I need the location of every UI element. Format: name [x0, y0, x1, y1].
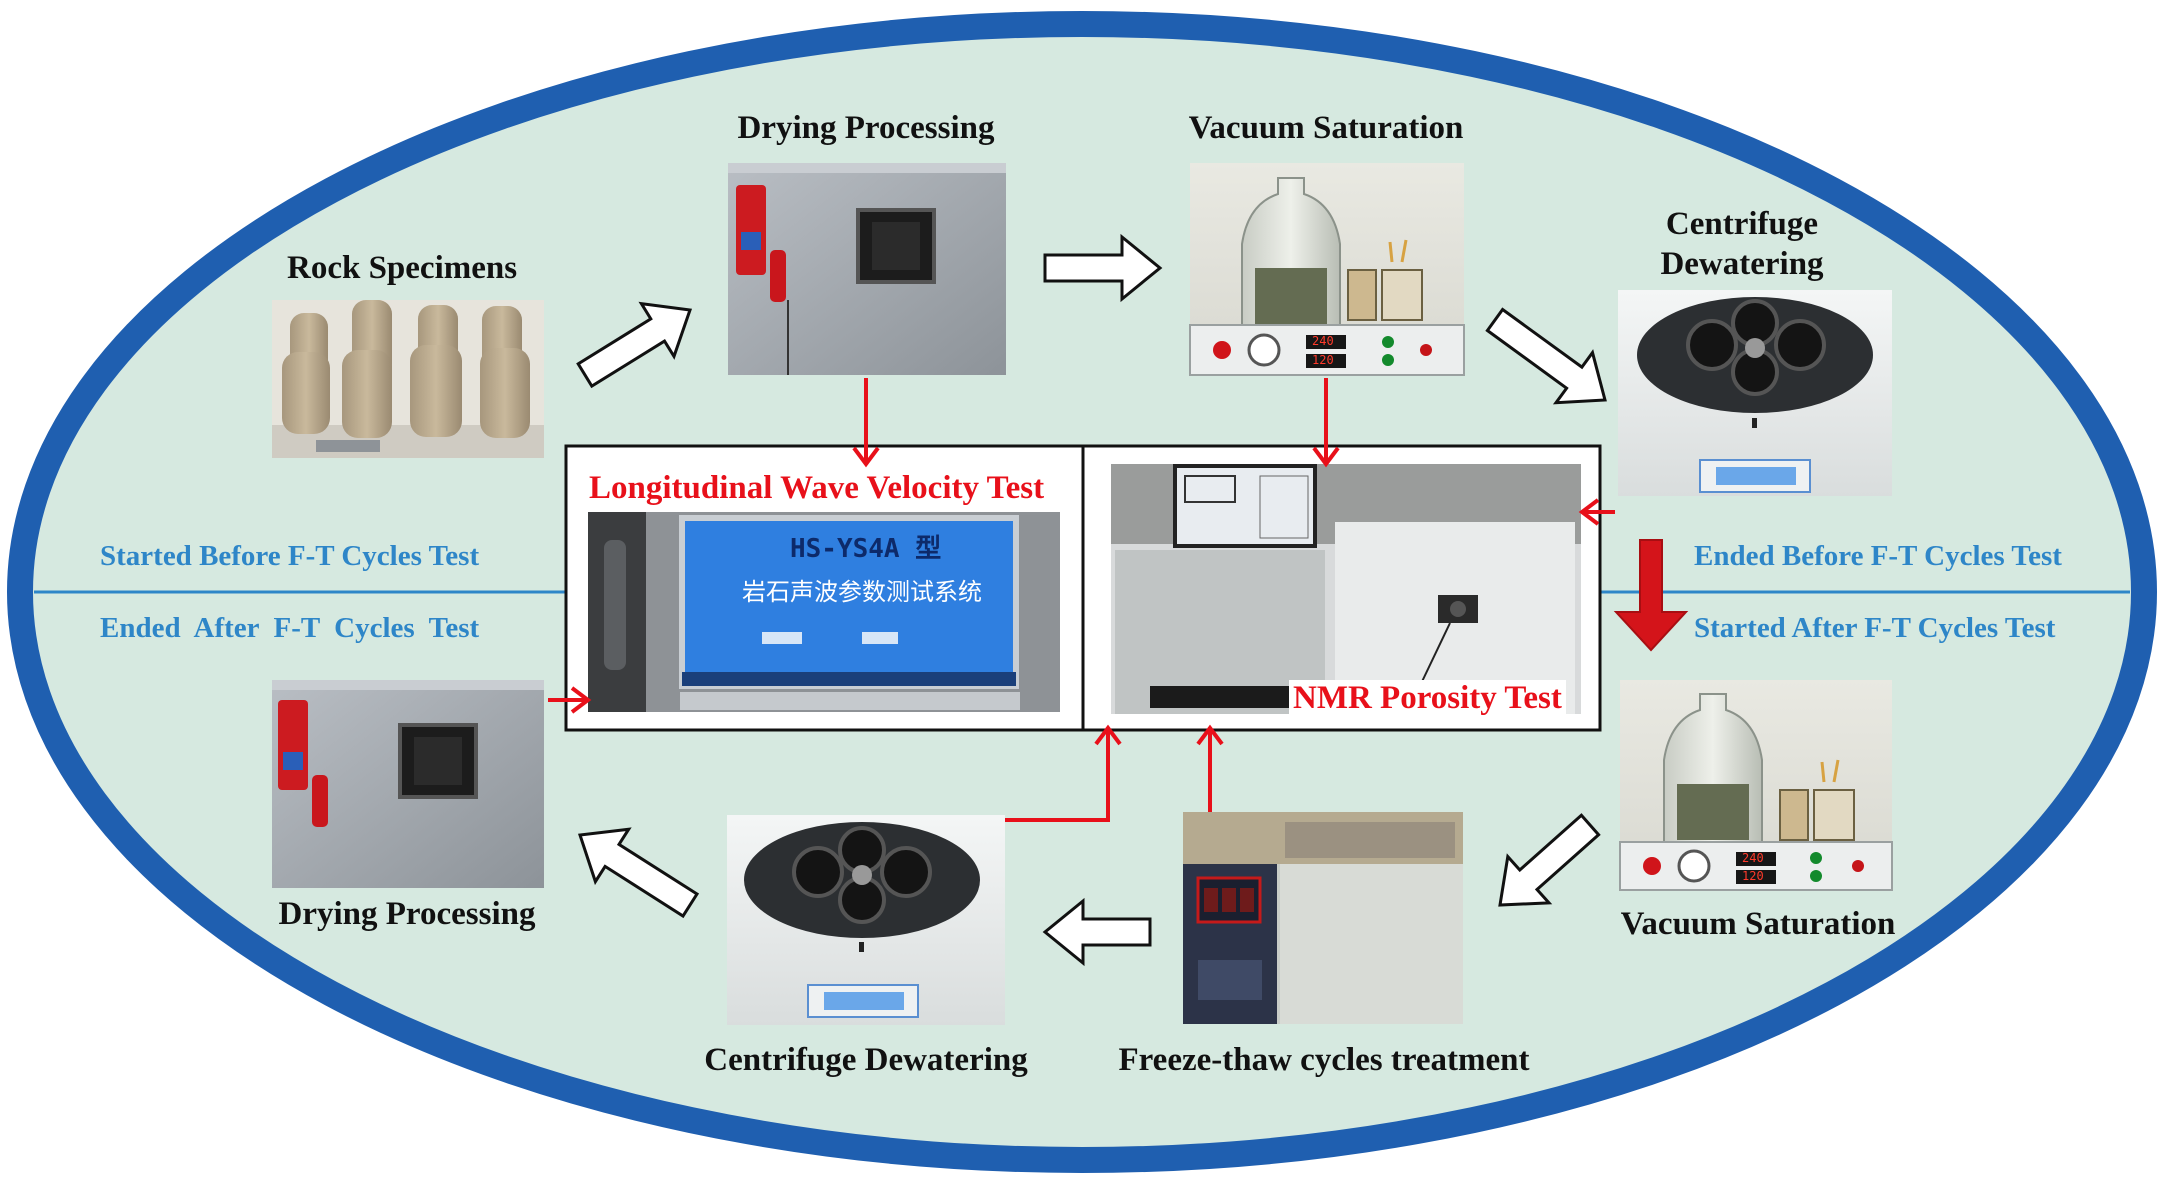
- nmr-photo: [1111, 464, 1581, 714]
- wave-screen-subtitle: 岩石声波参数测试系统: [742, 578, 982, 606]
- centrifuge-photo-bottom: [727, 815, 1005, 1025]
- centrifuge-photo-top: [1618, 290, 1892, 496]
- flow-arrows: [576, 233, 1607, 967]
- arrow-vacuum-to-nmr-head: [1312, 446, 1340, 468]
- label-started-after: Started After F-T Cycles Test: [1694, 612, 2056, 644]
- arrow-centrifuge-to-drying: [577, 827, 700, 919]
- drying-oven-photo-bottom: [272, 680, 544, 888]
- arrow-centrifuge-to-nmr-bottom: [1005, 728, 1110, 822]
- freeze-thaw-photo: [1183, 812, 1463, 1024]
- phase-transition-arrow: [1613, 539, 1689, 652]
- arrow-freeze-to-nmr-head: [1196, 724, 1224, 746]
- vacuum-top-readout-2: 120: [1312, 353, 1334, 367]
- vacuum-saturation-photo-bottom: [1619, 680, 1893, 891]
- label-centrifuge-top: Centrifuge Dewatering: [1660, 206, 1824, 282]
- vacuum-top-readout-1: 240: [1312, 334, 1334, 348]
- arrow-specimens-to-drying: [576, 301, 693, 389]
- arrow-drying-to-wave-test-bottom-head: [570, 686, 592, 714]
- label-drying-bottom: Drying Processing: [278, 896, 536, 932]
- vacuum-bottom-readout-1: 240: [1742, 851, 1764, 865]
- arrow-drying-to-vacuum: [1043, 233, 1163, 303]
- vacuum-bottom-readout-2: 120: [1742, 869, 1764, 883]
- arrow-vacuum-to-centrifuge: [1485, 307, 1607, 405]
- test-arrows: [548, 378, 1615, 822]
- label-vacuum-top: Vacuum Saturation: [1188, 110, 1464, 146]
- arrow-centrifuge-to-nmr-head: [1578, 498, 1600, 526]
- arrow-drying-to-wave-test-head: [852, 446, 880, 468]
- label-ended-before: Ended Before F-T Cycles Test: [1694, 540, 2062, 572]
- drying-oven-photo-top: [728, 163, 1006, 375]
- label-wave-velocity-test: Longitudinal Wave Velocity Test: [589, 470, 1045, 506]
- label-ended-after: Ended After F-T Cycles Test: [100, 612, 480, 644]
- wave-velocity-photo: [588, 512, 1060, 712]
- label-freeze-thaw: Freeze-thaw cycles treatment: [1118, 1042, 1530, 1078]
- vacuum-saturation-photo-top: [1189, 163, 1465, 376]
- wave-screen-title: HS-YS4A 型: [790, 534, 942, 564]
- arrow-freeze-to-centrifuge: [1042, 897, 1152, 967]
- rock-specimens-photo: [272, 300, 544, 458]
- label-vacuum-bottom: Vacuum Saturation: [1620, 906, 1896, 942]
- label-centrifuge-bottom: Centrifuge Dewatering: [704, 1042, 1028, 1078]
- label-started-before: Started Before F-T Cycles Test: [100, 540, 480, 572]
- arrow-vacuum-to-freeze: [1498, 813, 1601, 907]
- arrow-centrifuge-to-nmr-bottom-head: [1094, 724, 1122, 746]
- label-rock-specimens: Rock Specimens: [287, 250, 518, 286]
- label-drying-top: Drying Processing: [737, 110, 995, 146]
- label-nmr-test: NMR Porosity Test: [1289, 680, 1566, 717]
